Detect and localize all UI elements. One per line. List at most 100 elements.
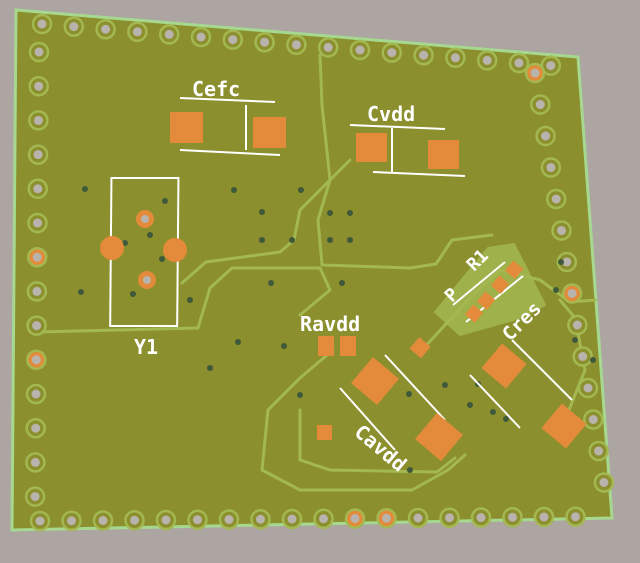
pad-cefc-1[interactable]	[170, 112, 203, 143]
trace-y1	[36, 266, 332, 334]
via	[162, 198, 168, 204]
silk-r1-2	[452, 261, 506, 306]
pad-ravdd-1[interactable]	[318, 336, 334, 356]
via	[558, 259, 564, 265]
pad-drill-hole	[161, 515, 171, 525]
silk-cvdd-top	[349, 124, 446, 130]
pad-cavdd-1[interactable]	[351, 357, 399, 405]
via	[327, 210, 333, 216]
pad-cvdd-1[interactable]	[356, 133, 387, 162]
pad-drill-hole	[482, 55, 492, 65]
via	[339, 280, 345, 286]
pad-r1-b1[interactable]	[490, 275, 510, 294]
pad-drill-hole	[413, 513, 423, 523]
pad-drill-hole	[530, 68, 540, 78]
pad-cvdd-2[interactable]	[428, 140, 459, 169]
y1-pad-right[interactable]	[163, 238, 187, 262]
pad-drill-hole	[30, 457, 40, 467]
via	[289, 237, 295, 243]
via	[187, 297, 193, 303]
pad-drill-hole	[32, 321, 42, 331]
y1-crystal	[100, 210, 187, 289]
via	[122, 240, 128, 246]
y1-drill	[143, 276, 151, 284]
pad-drill-hole	[562, 257, 572, 267]
pad-drill-hole	[32, 286, 42, 296]
pad-drill-hole	[599, 478, 609, 487]
via	[259, 237, 265, 243]
pad-drill-hole	[546, 163, 556, 172]
pad-drill-hole	[228, 35, 238, 45]
pad-drill-hole	[291, 40, 301, 50]
pad-drill-hole	[382, 513, 391, 523]
pad-drill-hole	[31, 389, 41, 399]
silk-cres-1	[469, 374, 521, 429]
via	[490, 409, 496, 415]
pad-drill-hole	[33, 218, 42, 228]
via	[347, 210, 353, 216]
pad-drill-hole	[583, 383, 593, 393]
pad-drill-hole	[193, 515, 202, 525]
edge-pad-header	[24, 13, 615, 532]
pad-ravdd-2[interactable]	[340, 336, 356, 356]
via	[327, 237, 333, 243]
smd-pads	[170, 112, 587, 461]
pad-drill-hole	[578, 352, 588, 361]
pad-p[interactable]	[409, 337, 431, 359]
via	[407, 467, 413, 473]
pad-drill-hole	[69, 22, 79, 32]
pad-cefc-2[interactable]	[253, 117, 286, 148]
via	[298, 187, 304, 193]
pad-drill-hole	[130, 515, 139, 525]
via	[207, 365, 213, 371]
pad-drill-hole	[34, 81, 44, 91]
pad-cres-2[interactable]	[541, 403, 587, 449]
label-ravdd: Ravdd	[300, 312, 360, 336]
pad-drill-hole	[567, 289, 577, 298]
pad-drill-hole	[33, 115, 43, 125]
via	[347, 237, 353, 243]
pad-drill-hole	[132, 27, 142, 37]
via	[159, 256, 165, 262]
pad-r1-b2[interactable]	[504, 260, 524, 279]
pad-drill-hole	[323, 42, 333, 52]
pad-drill-hole	[30, 492, 40, 502]
trace-cavdd	[298, 408, 457, 474]
pad-r1-a1[interactable]	[464, 304, 484, 323]
trace-cefc	[180, 53, 332, 285]
pad-drill-hole	[287, 514, 297, 524]
silk-cavdd-2	[384, 354, 446, 421]
trace-ravdd	[260, 348, 467, 492]
pad-drill-hole	[546, 61, 556, 71]
y1-pad-left[interactable]	[100, 236, 124, 260]
pad-cres-1[interactable]	[481, 343, 527, 389]
pad-drill-hole	[571, 512, 580, 522]
pad-drill-hole	[256, 514, 265, 524]
via	[268, 280, 274, 286]
pad-drill-hole	[594, 446, 604, 456]
silk-cefc-bottom	[179, 149, 281, 156]
pad-r1-a2[interactable]	[476, 291, 496, 310]
pad-drill-hole	[476, 513, 486, 522]
pad-drill-hole	[31, 423, 41, 433]
pad-drill-hole	[541, 131, 551, 141]
pad-drill-hole	[557, 226, 566, 235]
pad-drill-hole	[35, 516, 45, 526]
pad-drill-hole	[33, 184, 43, 194]
pad-drill-hole	[445, 513, 454, 523]
pad-drill-hole	[224, 515, 234, 524]
via	[78, 289, 84, 295]
pcb-board[interactable]	[10, 8, 614, 532]
via	[467, 402, 473, 408]
pad-drill-hole	[572, 320, 582, 330]
pad-drill-hole	[508, 512, 517, 522]
via	[503, 416, 509, 422]
pad-cavdd-2[interactable]	[415, 413, 463, 461]
label-cefc: Cefc	[192, 77, 240, 101]
via	[235, 339, 241, 345]
pad-drill-hole	[196, 32, 206, 42]
via	[82, 186, 88, 192]
pad-drill-hole	[98, 516, 108, 525]
pad-small-left[interactable]	[317, 425, 332, 440]
